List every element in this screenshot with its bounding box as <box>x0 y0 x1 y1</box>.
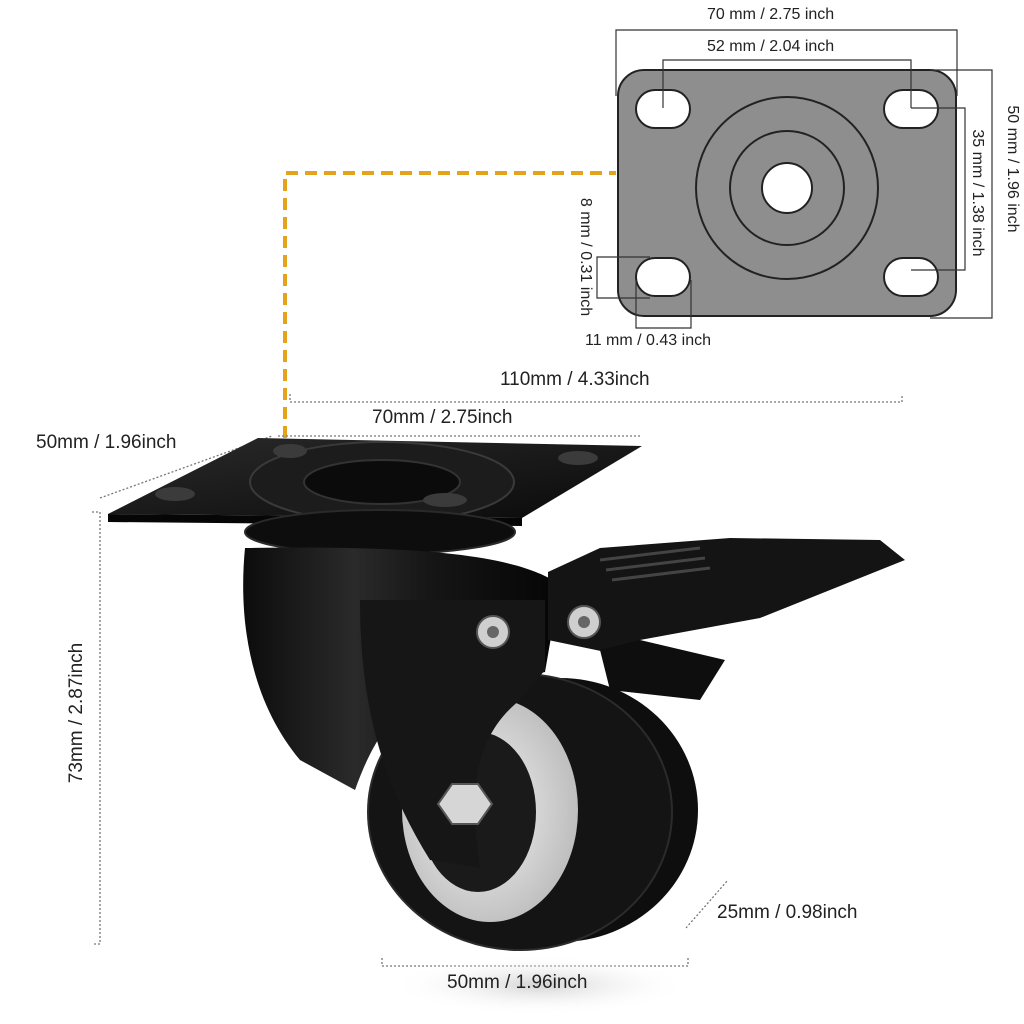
wheel-diameter-label: 50mm / 1.96inch <box>447 972 588 993</box>
wheel-width-label: 25mm / 0.98inch <box>717 902 858 923</box>
plate-bolt-hole <box>155 487 195 501</box>
rivet-bolt-socket <box>487 626 499 638</box>
height-outer-bracket <box>930 69 993 319</box>
slot-width-bracket <box>635 280 692 329</box>
plate-height-holes-label: 35 mm / 1.38 inch <box>969 129 986 257</box>
total-height-label: 73mm / 2.87inch <box>66 642 87 784</box>
plate-leader-line <box>283 171 616 438</box>
slot-height-bracket <box>596 256 650 299</box>
brake-lever-arm <box>600 640 725 700</box>
total-height-line <box>92 511 101 945</box>
plate-width-label: 50mm / 1.96inch <box>36 432 177 453</box>
axle-nut <box>436 783 494 825</box>
floor-shadow <box>390 955 690 1015</box>
plate-height-outer-label: 50 mm / 1.96 inch <box>1004 105 1021 233</box>
plate-bolt-hole <box>273 444 307 458</box>
plate-raceway-outer <box>695 96 879 280</box>
plate-center-hole <box>761 162 813 214</box>
plate-length-label: 70mm / 2.75inch <box>372 407 513 428</box>
slot-height-label: 8 mm / 0.31 inch <box>577 197 594 317</box>
rivet-bolt-socket <box>578 616 590 628</box>
mounting-plate-top-view <box>617 69 957 317</box>
wheel-width-line <box>685 879 729 929</box>
plate-bolt-hole <box>558 451 598 465</box>
fork-leg <box>360 600 545 868</box>
overall-length-label: 110mm / 4.33inch <box>500 369 650 390</box>
plate-dimension-lines <box>596 29 993 329</box>
width-outer-bracket <box>615 29 958 96</box>
caster-illustration <box>108 438 905 1015</box>
plate-width-holes-label: 52 mm / 2.04 inch <box>707 38 835 55</box>
plate-width-outer-label: 70 mm / 2.75 inch <box>707 6 835 23</box>
plate-slot-hole <box>635 257 691 297</box>
brake-pedal <box>548 538 905 655</box>
slot-width-label: 11 mm / 0.43 inch <box>585 332 711 349</box>
height-holes-bracket <box>911 107 966 271</box>
overall-length-line <box>289 394 903 403</box>
brake-pedal-ribs <box>599 546 711 582</box>
plate-slot-hole <box>883 257 939 297</box>
swivel-bearing <box>244 509 516 555</box>
plate-bolt-hole <box>423 493 467 507</box>
plate-raceway-inner <box>729 130 845 246</box>
width-holes-bracket <box>662 59 912 108</box>
swivel-center <box>303 459 461 505</box>
